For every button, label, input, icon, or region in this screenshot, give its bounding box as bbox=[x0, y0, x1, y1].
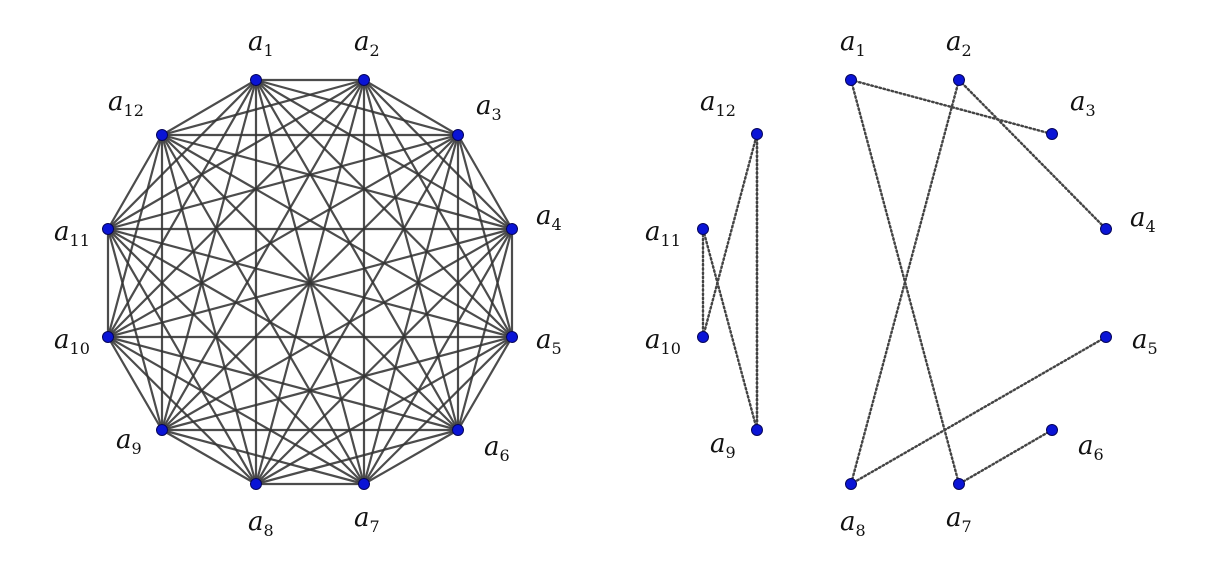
edge-a3-a8 bbox=[255, 134, 459, 485]
vertex-label-a8: a8 bbox=[248, 507, 274, 540]
vertex-a3 bbox=[452, 129, 464, 141]
left-graph-vertices bbox=[102, 74, 518, 490]
edge-a8-a11 bbox=[107, 228, 257, 485]
edge-a6-a10 bbox=[107, 335, 459, 432]
edge-a5-a6 bbox=[457, 336, 513, 431]
vertex-a3 bbox=[1046, 128, 1058, 140]
edge-a8-a12 bbox=[160, 134, 258, 485]
edge-a6-a7 bbox=[363, 429, 459, 485]
vertex-a9 bbox=[751, 424, 763, 436]
edge-a1-a12 bbox=[161, 79, 257, 136]
vertex-label-a12: a12 bbox=[108, 87, 144, 120]
edge-a4-a9 bbox=[161, 228, 513, 431]
edge-a7-a12 bbox=[161, 134, 365, 485]
vertex-label-a2: a2 bbox=[354, 27, 380, 60]
vertex-a11 bbox=[697, 223, 709, 235]
vertex-a11 bbox=[102, 223, 114, 235]
vertex-label-a11: a11 bbox=[54, 217, 90, 250]
right-graph-edges bbox=[701, 78, 1108, 486]
vertex-a6 bbox=[1046, 424, 1058, 436]
left-graph-edges bbox=[106, 78, 514, 486]
vertex-label-a6: a6 bbox=[484, 432, 510, 465]
vertex-label-a3: a3 bbox=[476, 91, 502, 124]
edge-a3-a10 bbox=[107, 134, 459, 338]
vertex-label-a11: a11 bbox=[645, 217, 681, 250]
vertex-label-a1: a1 bbox=[840, 27, 866, 60]
edge-a3-a4 bbox=[457, 134, 513, 230]
vertex-label-a9: a9 bbox=[116, 425, 142, 458]
vertex-a2 bbox=[358, 74, 370, 86]
vertex-label-a7: a7 bbox=[354, 503, 380, 536]
vertex-label-a7: a7 bbox=[946, 503, 972, 536]
vertex-label-a4: a4 bbox=[1130, 203, 1156, 236]
vertex-a1 bbox=[845, 74, 857, 86]
edge-a2-a9 bbox=[161, 79, 365, 431]
edge-a6-a8 bbox=[255, 428, 459, 486]
vertex-a4 bbox=[1100, 223, 1112, 235]
vertex-label-a10: a10 bbox=[645, 325, 681, 358]
vertex-a12 bbox=[156, 129, 168, 141]
dotted-edge-a1-a3 bbox=[849, 78, 1054, 136]
vertex-a1 bbox=[250, 74, 262, 86]
vertex-a8 bbox=[845, 478, 857, 490]
vertex-label-a6: a6 bbox=[1078, 431, 1104, 464]
edge-a6-a12 bbox=[161, 134, 459, 431]
right-graph-labels: a1 a2 a3 a4 a5 a6 a7 a8 a9 a10 a11 a12 bbox=[645, 27, 1158, 540]
vertex-label-a4: a4 bbox=[536, 201, 562, 234]
vertex-a5 bbox=[506, 331, 518, 343]
vertex-label-a8: a8 bbox=[840, 507, 866, 540]
edge-a10-a12 bbox=[106, 134, 164, 338]
vertex-a8 bbox=[250, 478, 262, 490]
vertex-label-a2: a2 bbox=[946, 27, 972, 60]
edge-a5-a9 bbox=[161, 335, 513, 432]
vertex-a7 bbox=[358, 478, 370, 490]
vertex-label-a5: a5 bbox=[536, 325, 562, 358]
vertex-label-a12: a12 bbox=[700, 87, 736, 120]
edge-a9-a10 bbox=[107, 336, 163, 431]
edge-a4-a12 bbox=[161, 133, 513, 231]
edge-a5-a12 bbox=[161, 134, 513, 338]
vertex-label-a3: a3 bbox=[1070, 87, 1096, 120]
edge-a3-a11 bbox=[107, 133, 459, 231]
dotted-edge-a9-a11 bbox=[701, 227, 759, 432]
edge-a2-a3 bbox=[363, 79, 459, 136]
edge-a7-a11 bbox=[107, 228, 365, 485]
vertex-label-a9: a9 bbox=[710, 429, 736, 462]
edge-a6-a11 bbox=[107, 228, 459, 431]
dotted-edge-a5-a8 bbox=[849, 335, 1108, 486]
vertex-label-a1: a1 bbox=[248, 27, 274, 60]
vertex-a2 bbox=[953, 74, 965, 86]
edge-a8-a9 bbox=[161, 429, 257, 485]
edge-a7-a9 bbox=[161, 428, 365, 486]
dotted-edge-a2-a8 bbox=[849, 78, 961, 486]
vertex-label-a10: a10 bbox=[54, 325, 90, 358]
edge-a8-a10 bbox=[107, 336, 257, 485]
vertex-a12 bbox=[751, 128, 763, 140]
edge-a11-a12 bbox=[107, 134, 163, 230]
vertex-a5 bbox=[1100, 331, 1112, 343]
vertex-a9 bbox=[156, 424, 168, 436]
edge-a9-a11 bbox=[106, 228, 164, 431]
dotted-edge-a10-a12 bbox=[701, 132, 759, 339]
vertex-a7 bbox=[953, 478, 965, 490]
dotted-edge-a2-a4 bbox=[957, 78, 1108, 231]
edge-a1-a6 bbox=[255, 79, 459, 431]
left-graph-labels: a1 a2 a3 a4 a5 a6 a7 a8 a9 a10 a11 a12 bbox=[54, 27, 562, 540]
right-graph-vertices bbox=[697, 74, 1112, 490]
vertex-a4 bbox=[506, 223, 518, 235]
vertex-a6 bbox=[452, 424, 464, 436]
dotted-edge-a6-a7 bbox=[957, 428, 1054, 486]
edge-a2-a12 bbox=[161, 78, 365, 137]
vertex-label-a5: a5 bbox=[1132, 325, 1158, 358]
vertex-a10 bbox=[697, 331, 709, 343]
vertex-a10 bbox=[102, 331, 114, 343]
